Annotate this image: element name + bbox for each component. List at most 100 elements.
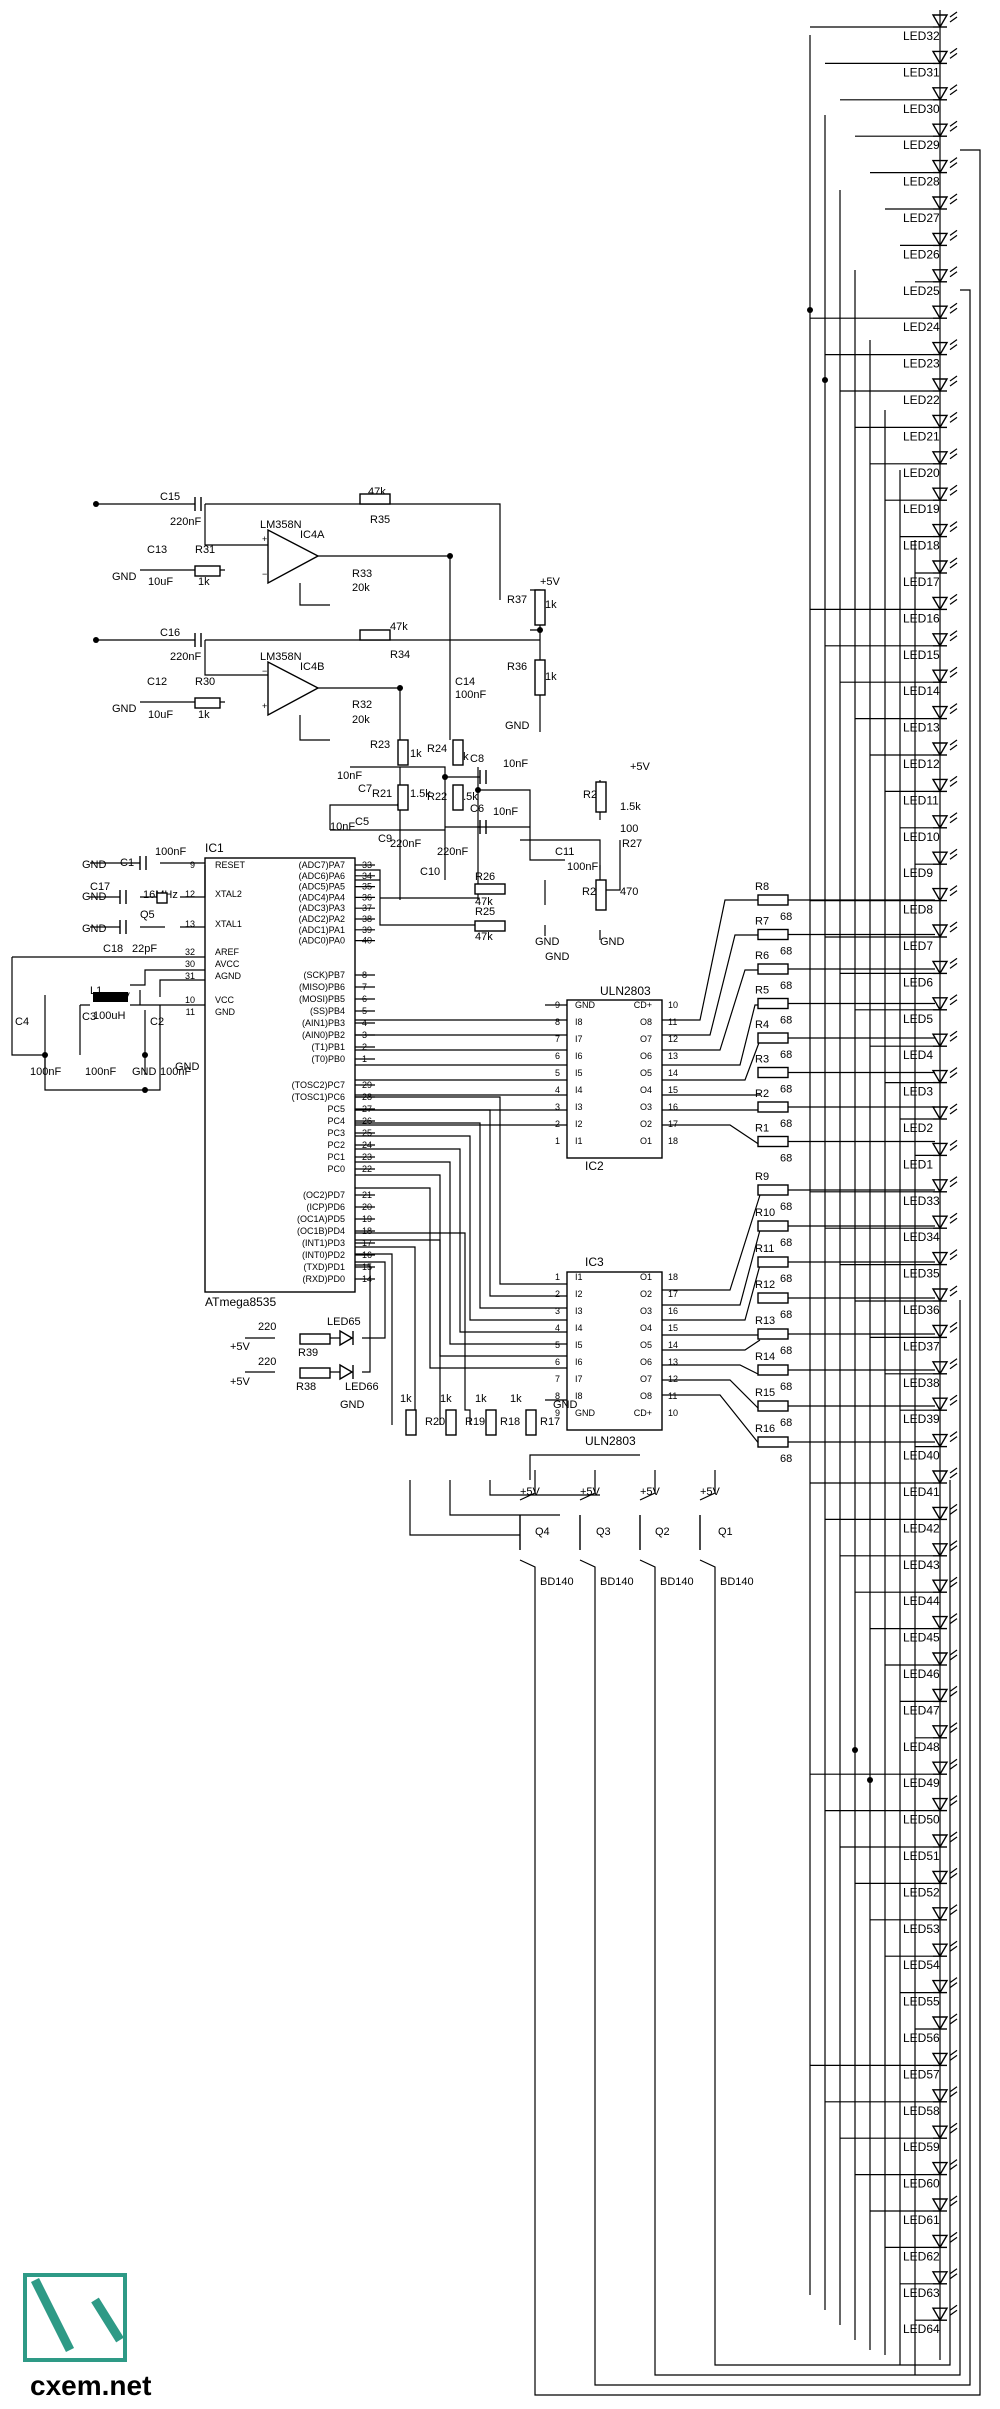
label-bd4: BD140 [540,1576,574,1588]
led-series-resistor-value: 68 [780,980,792,992]
label-c16v: 220nF [170,651,201,663]
label-c11: C11 [555,846,574,858]
led-symbol [931,159,949,174]
led-rays [949,2159,958,2171]
ic1-pin-name: PC4 [327,1116,345,1126]
ic1-pin-num: 13 [185,919,195,929]
led-rays [949,775,958,787]
ic2-pin-name: I3 [575,1102,583,1112]
ic2-pin-num: 15 [668,1085,678,1095]
ic2-pin-name: I4 [575,1085,583,1095]
led-series-resistor-value: 68 [780,1237,792,1249]
ic3-pin-name: O7 [640,1374,652,1384]
led-symbol [931,1506,949,1521]
gnd-label: GND [112,703,137,715]
led-label: LED48 [903,1740,940,1754]
led-symbol [931,1761,949,1776]
label-r35: R35 [370,514,390,526]
led-symbol [931,1834,949,1849]
ic1-pin-name: (ADC4)PA4 [299,892,345,902]
led-symbol [931,487,949,502]
led-label: LED28 [903,175,940,189]
resistor [474,883,506,895]
ic3-pin-name: I2 [575,1289,583,1299]
resistor [525,1409,537,1436]
label-r26: R26 [475,871,495,883]
ic2-pin-num: 9 [555,1000,560,1010]
ic1-pin-name: (SS)PB4 [310,1006,345,1016]
resistor [474,920,506,932]
ic3-pin-num: 17 [668,1289,678,1299]
led-label: LED34 [903,1230,940,1244]
led-symbol [931,997,949,1012]
label-r24: R24 [427,743,447,755]
ic3-pin-num: 14 [668,1340,678,1350]
label-c10: C10 [420,866,440,878]
ic1-pin-name: (AIN1)PB3 [302,1018,345,1028]
label-q2: Q2 [655,1526,670,1538]
led-rays [949,1867,958,1879]
label-bd3: BD140 [600,1576,634,1588]
label-r25v: 47k [475,931,493,943]
led-rays [949,1394,958,1406]
led-series-resistor-value: 68 [780,1015,792,1027]
led-symbol [931,2198,949,2213]
ic1-pin-name: (OC2)PD7 [303,1190,345,1200]
led-label: LED42 [903,1521,940,1535]
label-r17v: 1k [510,1393,522,1405]
led-label: LED37 [903,1339,940,1353]
ic1-pin-name: (ADC2)PA2 [299,914,345,924]
led-label: LED5 [903,1012,933,1026]
ic3-pin-name: I1 [575,1272,583,1282]
label-c18: C18 [103,943,123,955]
ic2-pin-num: 3 [555,1102,560,1112]
ic3-pin-num: 5 [555,1340,560,1350]
led-series-resistor-name: R14 [755,1351,775,1363]
label-c10v: 220nF [437,846,468,858]
led-label: LED36 [903,1303,940,1317]
ic3-pin-name: I4 [575,1323,583,1333]
ic1-pin-name: PC0 [327,1164,345,1174]
led-series-resistor-value: 68 [780,1153,792,1165]
resistor [452,784,464,811]
ic2-pin-name: O3 [640,1102,652,1112]
ic3-pin-name: I8 [575,1391,583,1401]
led-label: LED18 [903,539,940,553]
ic2-pin-num: 17 [668,1119,678,1129]
ic1-pin-name: (SCK)PB7 [303,970,345,980]
resistor [194,565,221,577]
ic1-pin-name: (TOSC1)PC6 [292,1092,345,1102]
label-r19v: 1k [440,1393,452,1405]
vcc-label: +5V [580,1486,601,1498]
ic1-pin-name: (ADC0)PA0 [299,936,345,946]
led-label: LED26 [903,247,940,261]
ic3-pin-num: 2 [555,1289,560,1299]
ic3-pin-num: 16 [668,1306,678,1316]
ic3-pin-num: 1 [555,1272,560,1282]
led-rays [949,848,958,860]
label-c12: C12 [147,676,167,688]
label-c2v: 100nF [160,1066,191,1078]
led-symbol [931,1251,949,1266]
led-rays [949,1940,958,1952]
ic2-body [566,999,663,1159]
led-series-resistor [757,1066,789,1079]
led-symbol [931,123,949,138]
led-symbol [931,596,949,611]
label-c16: C16 [160,627,180,639]
ic2-pin-name: I6 [575,1051,583,1061]
label-q4: Q4 [535,1526,550,1538]
label-c8v: 10nF [503,758,528,770]
label-r38v: 220 [258,1356,276,1368]
led-symbol [931,1397,949,1412]
led-label: LED51 [903,1849,940,1863]
label-r36v: 1k [545,671,557,683]
label-c14: C14 [455,676,475,688]
led-label: LED62 [903,2249,940,2263]
ic2-pin-num: 13 [668,1051,678,1061]
ic1-pin-name: GND [215,1007,236,1017]
label-c6: C6 [470,803,484,815]
ic1-pin-name: PC1 [327,1152,345,1162]
gnd-label: GND [112,571,137,583]
ic1-pin-name: (MISO)PB6 [299,982,345,992]
